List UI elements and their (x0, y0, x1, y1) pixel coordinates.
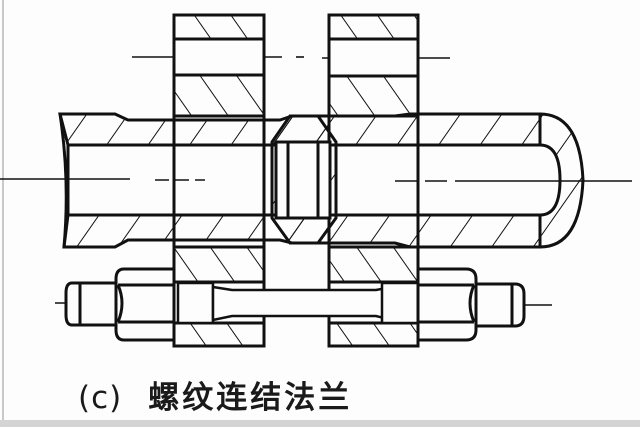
frame-bottom-border (0, 420, 640, 427)
figure-title: 螺纹连结法兰 (148, 380, 353, 416)
bolt (176, 281, 420, 325)
coupling (270, 114, 338, 245)
left-flange (172, 13, 266, 348)
figure-label: (c) (78, 380, 123, 416)
right-nut (416, 267, 526, 342)
pipe-bore (58, 113, 70, 248)
pipe-end-cap (538, 112, 585, 249)
figure-caption: (c) 螺纹连结法兰 (78, 372, 352, 417)
frame-left-border (2, 0, 4, 422)
left-nut (64, 267, 176, 342)
